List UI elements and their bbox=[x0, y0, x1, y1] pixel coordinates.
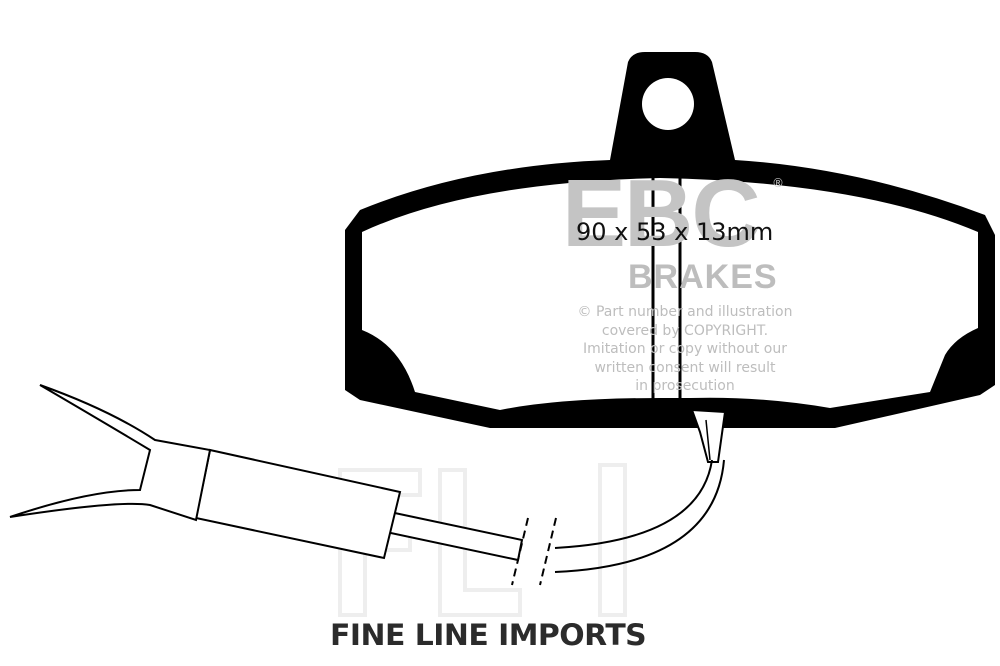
copyright-line: covered by COPYRIGHT. bbox=[601, 322, 769, 339]
brakes-logo-text: BRAKES bbox=[628, 258, 778, 296]
break-mark-right bbox=[539, 517, 557, 586]
registered-mark: ® bbox=[772, 176, 784, 190]
copyright-line: written consent will result bbox=[594, 359, 776, 376]
cable-connector bbox=[9, 384, 212, 522]
footer-brand: FINE LINE IMPORTS bbox=[330, 618, 647, 652]
break-mark-left bbox=[511, 517, 529, 586]
wear-sensor-clip bbox=[690, 408, 727, 463]
copyright-line: in prosecution bbox=[635, 378, 735, 394]
copyright-line: © Part number and illustration bbox=[577, 304, 793, 320]
ebc-logo: EBC bbox=[562, 160, 761, 267]
sensor-wire bbox=[554, 459, 713, 549]
pad-friction-material bbox=[362, 178, 978, 410]
cable bbox=[384, 510, 524, 562]
cable-sleeve bbox=[194, 448, 402, 560]
copyright-notice: © Part number and illustration covered b… bbox=[556, 303, 814, 396]
pad-dimensions: 90 x 53 x 13mm bbox=[576, 218, 774, 246]
mounting-hole bbox=[642, 78, 694, 130]
copyright-line: Imitation or copy without our bbox=[583, 341, 787, 357]
